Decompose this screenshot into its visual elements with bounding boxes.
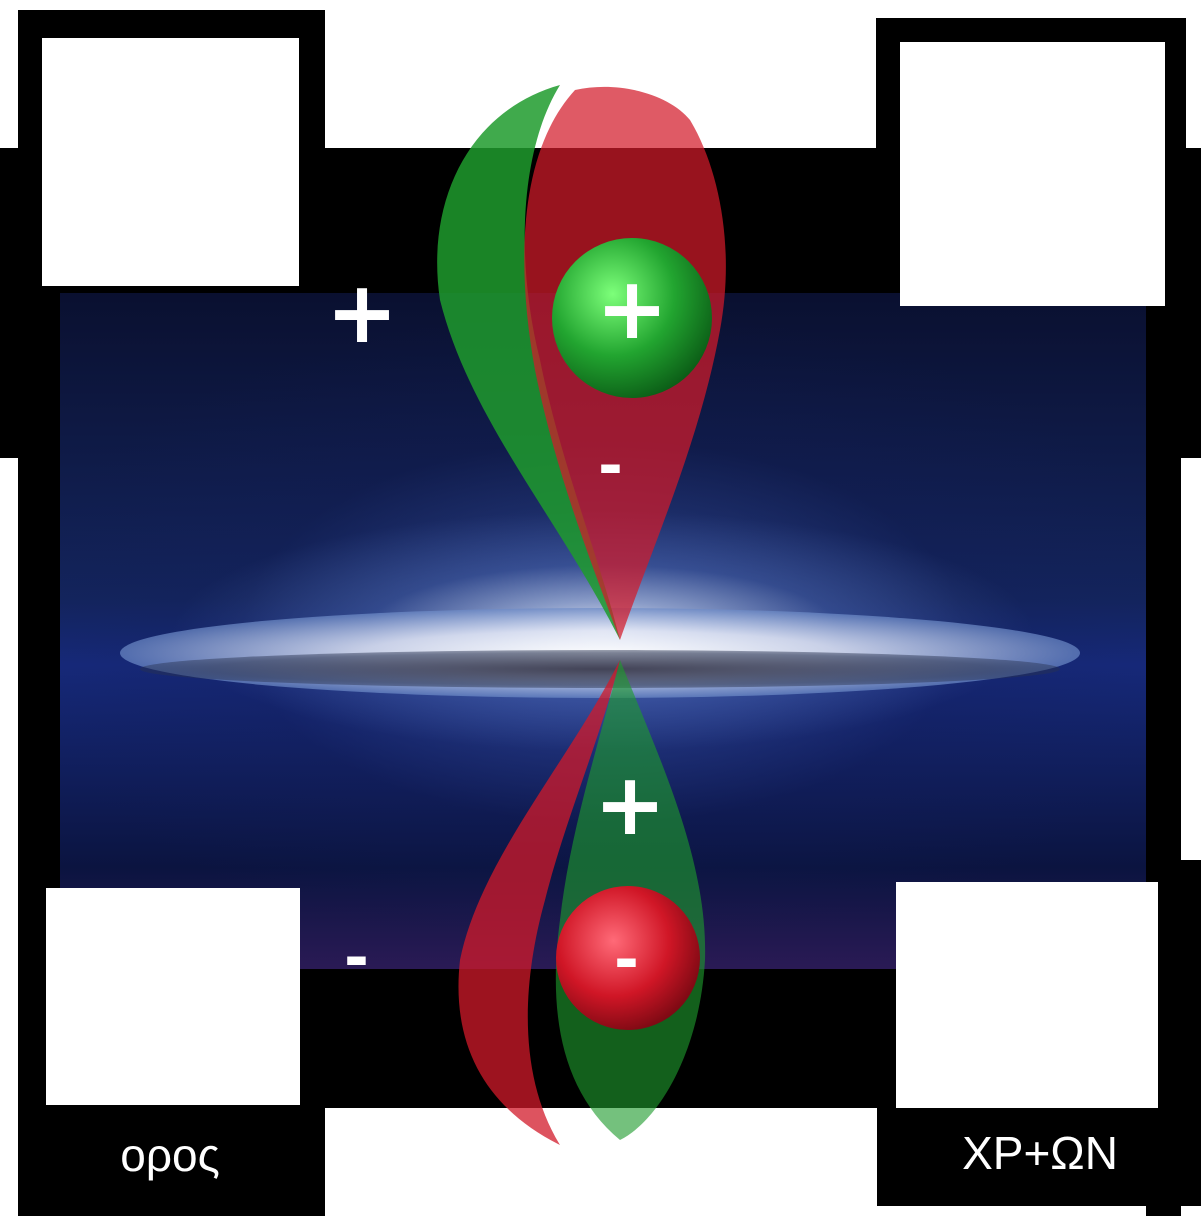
panel-bottom-left	[46, 888, 300, 1105]
panel-bottom-middle	[325, 1108, 877, 1216]
panel-top-left	[42, 38, 299, 286]
left-tab-label: ορος	[120, 1129, 220, 1181]
minus-sign-lower-left: -	[344, 923, 369, 993]
minus-sign-upper-center: -	[598, 431, 623, 501]
panel-bottom-right	[896, 882, 1158, 1108]
upper-sphere	[552, 238, 712, 398]
plus-sign-upper-left: +	[326, 263, 399, 363]
plus-sign-lower-center: +	[594, 755, 667, 855]
panel-top-right	[900, 42, 1165, 306]
right-tab-label: XP+ΩN	[962, 1127, 1118, 1179]
lower-lobe-red-shell	[458, 660, 620, 1145]
plus-sign-upper-center: +	[596, 259, 669, 359]
galaxy-dust-lane	[140, 650, 1060, 688]
lower-sphere	[556, 886, 700, 1030]
minus-sign-lower-center: -	[614, 925, 639, 995]
